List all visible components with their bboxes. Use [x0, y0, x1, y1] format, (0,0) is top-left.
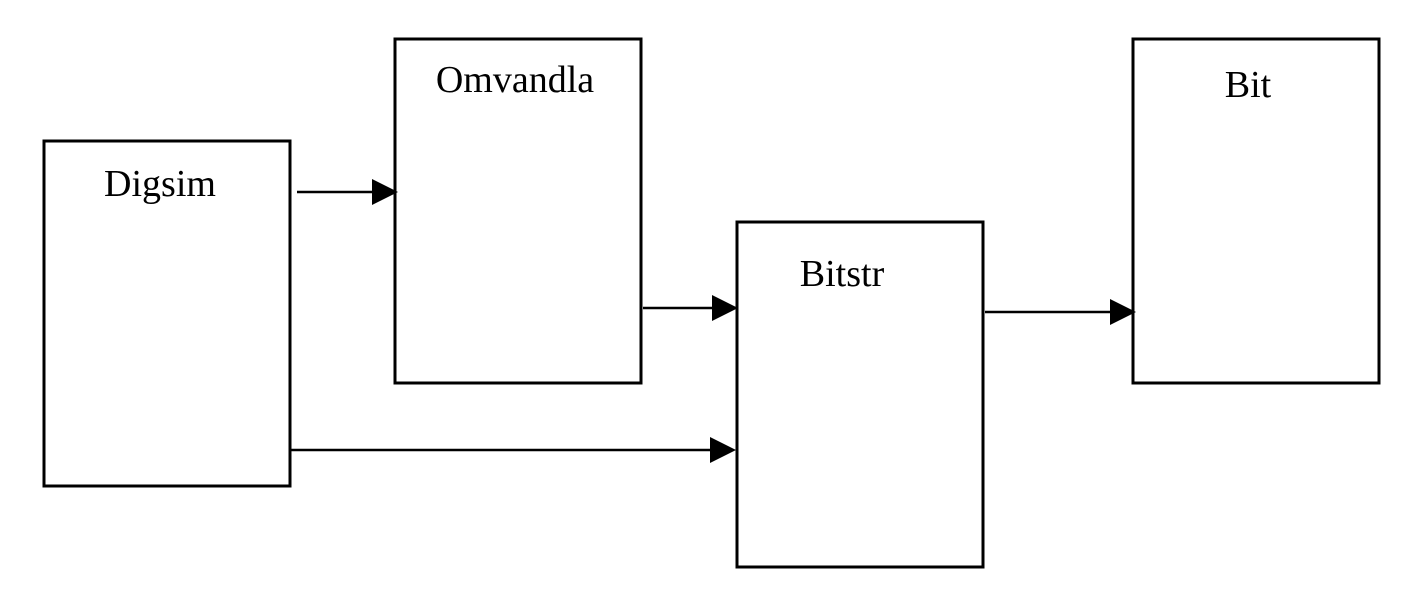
edge-digsim-to-omvandla-arrowhead — [372, 179, 398, 205]
node-digsim: Digsim — [42, 139, 292, 488]
node-omvandla-box — [393, 37, 643, 385]
node-bit-label: Bit — [1225, 64, 1272, 106]
node-omvandla: Omvandla — [393, 37, 643, 385]
node-digsim-label: Digsim — [104, 163, 216, 205]
node-bit-box — [1131, 37, 1381, 385]
edge-digsim-to-bitstr-arrowhead — [710, 437, 736, 463]
edge-bitstr-to-bit-arrowhead — [1110, 299, 1136, 325]
node-bitstr-box — [735, 220, 985, 569]
node-bit: Bit — [1131, 37, 1381, 385]
edge-omvandla-to-bitstr — [643, 295, 738, 321]
edge-digsim-to-omvandla — [297, 179, 398, 205]
node-bitstr: Bitstr — [735, 220, 985, 569]
edge-bitstr-to-bit — [985, 299, 1136, 325]
edge-omvandla-to-bitstr-arrowhead — [712, 295, 738, 321]
node-bitstr-label: Bitstr — [800, 253, 885, 295]
edge-digsim-to-bitstr — [290, 437, 736, 463]
node-digsim-box — [42, 139, 292, 488]
node-omvandla-label: Omvandla — [436, 59, 594, 101]
